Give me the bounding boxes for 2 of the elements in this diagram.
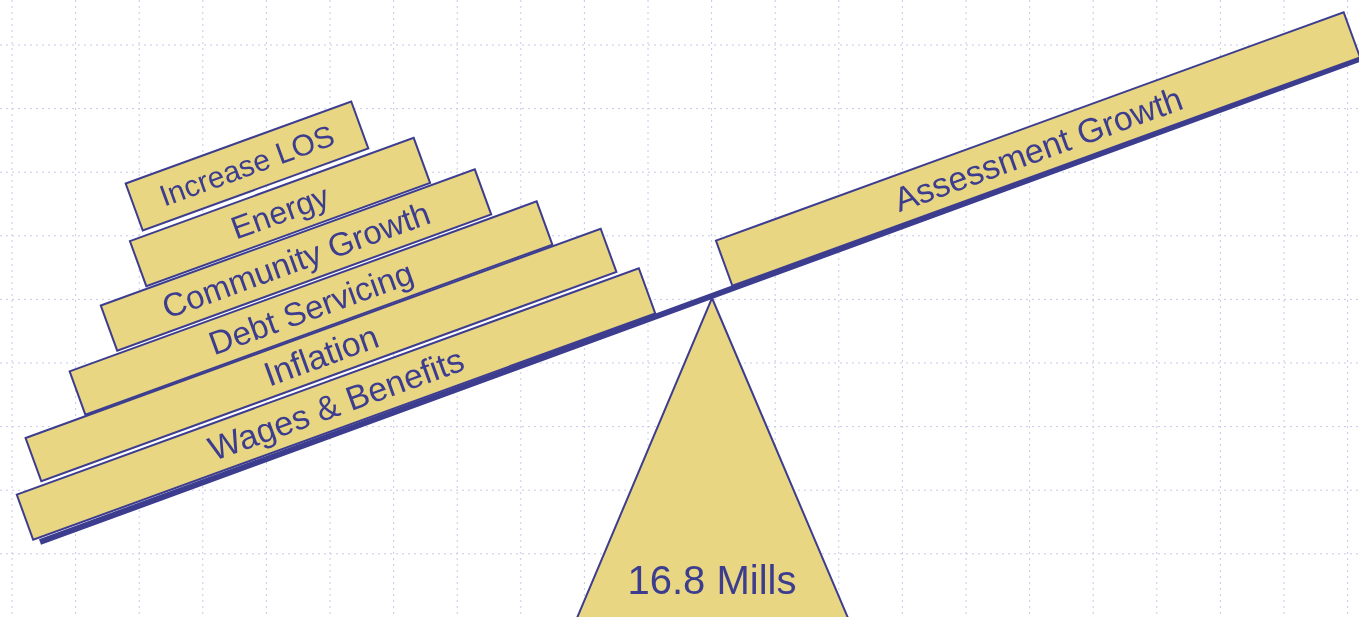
fulcrum-label: 16.8 Mills xyxy=(626,558,798,602)
fulcrum-triangle xyxy=(575,295,850,617)
